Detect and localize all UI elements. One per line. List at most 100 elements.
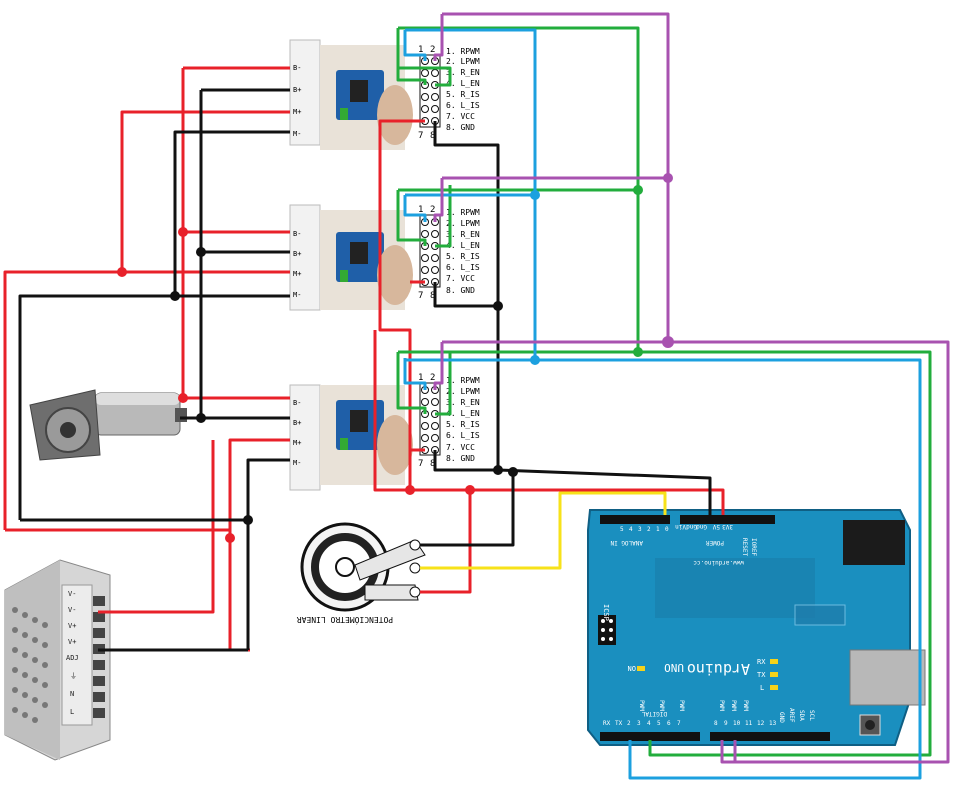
pwm-label: PWM	[730, 700, 737, 711]
wire-green	[398, 66, 452, 87]
psu-terminal-label: V+	[68, 622, 76, 630]
digital-pin-label: RX	[603, 720, 611, 727]
on-led-label: ON	[628, 664, 636, 672]
psu-terminal-label: L	[70, 708, 74, 716]
power-supply: V- V- V+ V+ ADJ ⏚ N L	[4, 559, 111, 761]
digital-pin-label: 3	[637, 720, 641, 727]
wire-red	[420, 490, 472, 594]
pwm-label: PWM	[638, 700, 645, 711]
wire-green	[398, 350, 932, 757]
pin-label: 8. GND	[446, 454, 475, 463]
analog-section-label: ANALOG IN	[610, 539, 643, 546]
analog-pin-label: 2	[647, 526, 651, 533]
power-pin-label: Gnd	[696, 523, 707, 530]
digital-pin-label: 13	[769, 720, 777, 727]
analog-pin-label: 3	[638, 526, 642, 533]
pin-label: 1. RPWM	[446, 376, 480, 385]
pin-label: 1. RPWM	[446, 208, 480, 217]
power-pin-label: Gnd	[686, 523, 697, 530]
terminal-label: B+	[293, 250, 301, 258]
wire-green	[398, 26, 640, 352]
wire-blue	[405, 358, 922, 780]
arduino-brand: Arduino	[687, 660, 750, 678]
digital-pin-label: 9	[724, 720, 728, 727]
digital-pin-label: SCL	[808, 710, 815, 721]
pin-label: 5. R_IS	[446, 90, 480, 99]
pin-col-number: 1	[418, 205, 423, 215]
pin-label: 3. R_EN	[446, 68, 480, 77]
pin-label: 8. GND	[446, 286, 475, 295]
arduino-website: www.arduino.cc	[693, 559, 744, 566]
terminal-label: M-	[293, 459, 301, 467]
digital-pin-label: 5	[657, 720, 661, 727]
potentiometer-label: POTENCIÓMETRO LINEAR	[297, 615, 394, 626]
arduino-model: UNO	[664, 661, 684, 674]
power-pin-label: 3V3	[722, 523, 733, 530]
digital-pin-label: TX	[615, 720, 623, 727]
driver-module-3: B- B+ M+ M-	[289, 384, 413, 491]
analog-pin-label: 1	[656, 526, 660, 533]
terminal-label: M-	[293, 130, 301, 138]
wire-black	[420, 472, 515, 547]
power-pin-label: IOREF	[750, 538, 757, 556]
analog-pin-label: 0	[665, 526, 669, 533]
pin-label: 7. VCC	[446, 274, 475, 283]
terminal-label: M+	[293, 439, 301, 447]
power-section-label: POWER	[706, 539, 724, 546]
wire-green	[396, 190, 427, 246]
wire-purple	[433, 342, 444, 390]
terminal-label: M+	[293, 270, 301, 278]
digital-pin-label: 2	[627, 720, 631, 727]
wire-black	[433, 282, 498, 308]
pin-label: 4. L_EN	[446, 79, 480, 88]
terminal-label: B+	[293, 419, 301, 427]
wire-purple	[442, 340, 950, 764]
pin-col-number: 7	[418, 291, 423, 301]
icsp-label: ICSP	[602, 604, 610, 621]
arduino-uno: Arduino UNO www.arduino.cc POWER ANALOG …	[587, 509, 926, 746]
power-jack	[843, 520, 905, 565]
wire-black	[433, 450, 498, 472]
pwm-label: PWM	[742, 700, 749, 711]
pin-col-number: 8	[430, 131, 435, 141]
terminal-label: M+	[293, 108, 301, 116]
psu-terminal-label: V-	[68, 590, 76, 598]
pin-label: 2. LPWM	[446, 57, 480, 66]
wire-blue	[403, 195, 427, 222]
wire-green	[435, 352, 452, 416]
wire-yellow	[420, 491, 667, 570]
junction-dots	[117, 173, 674, 543]
pwm-label: PWM	[678, 700, 685, 711]
digital-pin-label: 7	[677, 720, 681, 727]
pin-col-number: 1	[418, 373, 423, 383]
analog-pin-label: 4	[629, 526, 633, 533]
digital-pin-label: AREF	[788, 708, 795, 723]
pin-col-number: 8	[430, 459, 435, 469]
pin-label: 3. R_EN	[446, 230, 480, 239]
psu-terminal-label: V-	[68, 606, 76, 614]
terminal-label: B+	[293, 86, 301, 94]
dc-motor	[29, 389, 187, 461]
pin-label: 3. R_EN	[446, 398, 480, 407]
wires	[3, 12, 950, 780]
pin-label: 2. LPWM	[446, 387, 480, 396]
digital-pin-label: 10	[733, 720, 741, 727]
pin-col-number: 7	[418, 459, 423, 469]
pin-col-number: 2	[430, 205, 435, 215]
pin-label: 1. RPWM	[446, 47, 480, 56]
terminal-label: B-	[293, 399, 301, 407]
pin-label: 4. L_EN	[446, 409, 480, 418]
pin-label: 5. R_IS	[446, 252, 480, 261]
wire-purple	[433, 178, 444, 222]
digital-pin-label: 8	[714, 720, 718, 727]
wire-purple	[433, 14, 444, 61]
usb-port	[849, 649, 926, 706]
wire-blue	[405, 28, 537, 360]
pwm-label: PWM	[718, 700, 725, 711]
pin-col-number: 2	[430, 45, 435, 55]
digital-pin-label: 6	[667, 720, 671, 727]
terminal-label: B-	[293, 230, 301, 238]
digital-pin-label: 4	[647, 720, 651, 727]
pin-label: 4. L_EN	[446, 241, 480, 250]
led-label: L	[760, 684, 764, 692]
